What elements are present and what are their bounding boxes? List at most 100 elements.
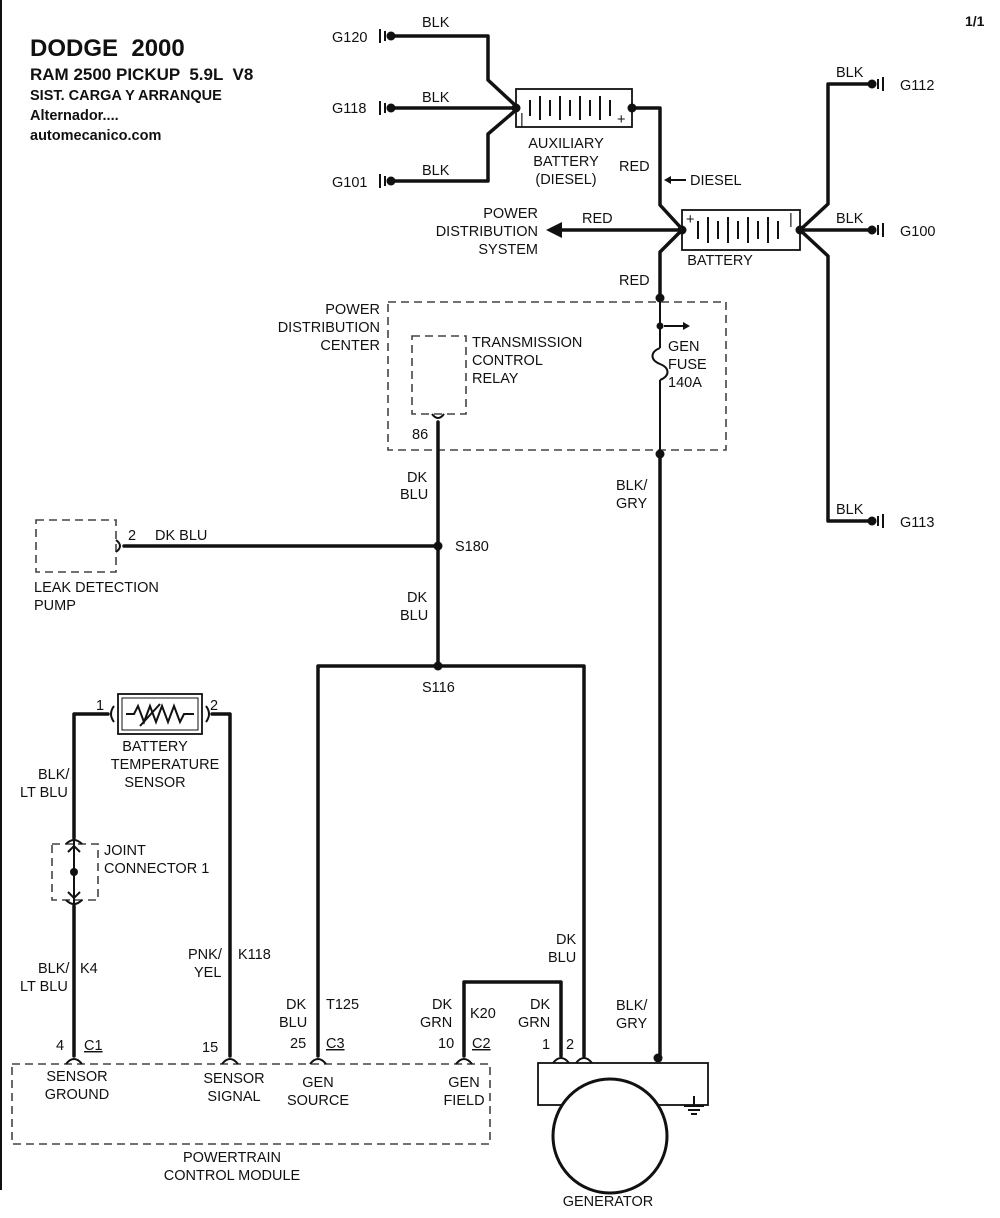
model-title: RAM 2500 PICKUP 5.9L V8 xyxy=(30,65,253,84)
g120-label: G120 xyxy=(332,30,367,46)
k4-wire-1b: LT BLU xyxy=(20,979,68,995)
gen-source-1: GEN xyxy=(302,1075,333,1091)
aux-battery-label-3: (DIESEL) xyxy=(535,172,596,188)
leak-detection-pump: 2 DK BLU LEAK DETECTION PUMP xyxy=(34,519,440,614)
bts-pin-2: 2 xyxy=(210,698,218,714)
svg-text:|: | xyxy=(789,212,793,228)
generator-label: GENERATOR xyxy=(563,1194,654,1210)
bts-signal-wire xyxy=(210,712,232,1058)
mid-wire-dk: DK xyxy=(407,590,427,606)
k20-field-wire xyxy=(462,980,563,1058)
pds-label-1: POWER xyxy=(483,206,538,222)
sensor-signal-2: SIGNAL xyxy=(207,1089,260,1105)
ground-g113: G113 BLK xyxy=(836,502,934,531)
k20-circuit: K20 xyxy=(470,1006,496,1022)
pcm-pin-15: 15 xyxy=(202,1040,218,1056)
ground-g120: G120 BLK xyxy=(332,15,450,46)
powertrain-control-module: 4 C1 15 25 C3 10 C2 SENSOR GROUND SENSOR… xyxy=(11,1036,491,1184)
diesel-arrow: DIESEL xyxy=(664,173,742,189)
bts-pin-1: 1 xyxy=(96,698,104,714)
g101-label: G101 xyxy=(332,175,367,191)
g118-label: G118 xyxy=(332,101,366,117)
site-label: automecanico.com xyxy=(30,128,161,144)
k4-circuit: K4 xyxy=(80,961,98,977)
g112-label: G112 xyxy=(900,78,934,94)
k20-wire-1b: GRN xyxy=(420,1015,452,1031)
k4-wire-1a: BLK/ xyxy=(38,961,70,977)
pcm-label-1: POWERTRAIN xyxy=(183,1150,281,1166)
pcm-c1: C1 xyxy=(84,1038,103,1054)
g112-wire-color: BLK xyxy=(836,65,864,81)
pds-label-2: DISTRIBUTION xyxy=(436,224,538,240)
pcm-c3: C3 xyxy=(326,1036,345,1052)
relay-wire-blu: BLU xyxy=(400,487,428,503)
make-year-title: DODGE 2000 xyxy=(30,35,185,62)
auxiliary-battery: | + AUXILIARY BATTERY (DIESEL) xyxy=(511,88,637,188)
battery-ground-wires xyxy=(798,82,874,523)
k20-wire-2b: GRN xyxy=(518,1015,550,1031)
blk-gry-top-2: GRY xyxy=(616,496,647,512)
k20-wire-1a: DK xyxy=(432,997,452,1013)
ground-g118: G118 BLK xyxy=(332,90,450,117)
ground-g112: G112 BLK xyxy=(836,65,934,94)
g120-wire-color: BLK xyxy=(422,15,450,31)
k20-wire-2a: DK xyxy=(530,997,550,1013)
bts-wire-1b: LT BLU xyxy=(20,785,68,801)
gen-pin-1: 1 xyxy=(542,1037,550,1053)
g101-wire-color: BLK xyxy=(422,163,450,179)
power-distribution-center: POWER DISTRIBUTION CENTER xyxy=(278,301,727,451)
g113-wire-color: BLK xyxy=(836,502,864,518)
gen-fuse: GEN FUSE 140A xyxy=(651,298,707,454)
mid-wire-blu: BLU xyxy=(400,608,428,624)
t125-wire-2: BLU xyxy=(279,1015,307,1031)
bts-label-2: TEMPERATURE xyxy=(111,757,220,773)
relay-wire-dk: DK xyxy=(407,470,427,486)
bts-label-1: BATTERY xyxy=(122,739,188,755)
pds-label-3: SYSTEM xyxy=(478,242,538,258)
g100-label: G100 xyxy=(900,224,935,240)
diesel-label: DIESEL xyxy=(690,173,742,189)
tcr-label-2: CONTROL xyxy=(472,353,543,369)
joint-connector-1: JOINT CONNECTOR 1 xyxy=(51,838,209,906)
power-distribution-system: POWER DISTRIBUTION SYSTEM RED xyxy=(436,206,684,258)
fuse-label-1: GEN xyxy=(668,339,699,355)
svg-text:+: + xyxy=(686,212,694,228)
tcr-pin-86: 86 xyxy=(412,427,428,443)
pcm-label-2: CONTROL MODULE xyxy=(164,1168,301,1184)
aux-red-label: RED xyxy=(619,159,650,175)
leak-label-1: LEAK DETECTION xyxy=(34,580,159,596)
fuse-red-label: RED xyxy=(619,273,650,289)
pcm-pin-10: 10 xyxy=(438,1036,454,1052)
aux-battery-red-wire xyxy=(630,106,684,231)
gen-source-2: SOURCE xyxy=(287,1093,349,1109)
svg-text:+: + xyxy=(617,112,625,128)
generator: 1 2 GENERATOR xyxy=(537,1037,709,1210)
page-number: 1/1 xyxy=(965,13,985,29)
gen-field-2: FIELD xyxy=(443,1093,484,1109)
leak-wire-color: DK BLU xyxy=(155,528,207,544)
leak-pin-2: 2 xyxy=(128,528,136,544)
splice-s116: S116 xyxy=(422,680,455,696)
bts-ground-wire xyxy=(72,712,110,840)
tcr-label-3: RELAY xyxy=(472,371,519,387)
header: DODGE 2000 RAM 2500 PICKUP 5.9L V8 SIST.… xyxy=(30,35,253,144)
sensor-signal-1: SENSOR xyxy=(203,1071,264,1087)
aux-battery-label-1: AUXILIARY xyxy=(528,136,604,152)
gen-blu-wire-2: BLU xyxy=(548,950,576,966)
transmission-control-relay: TRANSMISSION CONTROL RELAY 86 xyxy=(411,335,582,443)
gen-blu-wire-1: DK xyxy=(556,932,576,948)
g113-label: G113 xyxy=(900,515,934,531)
tcr-label-1: TRANSMISSION xyxy=(472,335,582,351)
g118-wire-color: BLK xyxy=(422,90,450,106)
pdc-label-1: POWER xyxy=(325,302,380,318)
component-title: Alternador.... xyxy=(30,108,119,124)
pdc-label-3: CENTER xyxy=(320,338,380,354)
svg-text:|: | xyxy=(520,112,524,128)
gen-field-1: GEN xyxy=(448,1075,479,1091)
k118-wire-1: PNK/ xyxy=(188,947,223,963)
leak-label-2: PUMP xyxy=(34,598,76,614)
ground-g101: G101 BLK xyxy=(332,163,450,191)
battery-red-wire xyxy=(658,228,684,300)
battery: + | BATTERY xyxy=(677,209,805,269)
